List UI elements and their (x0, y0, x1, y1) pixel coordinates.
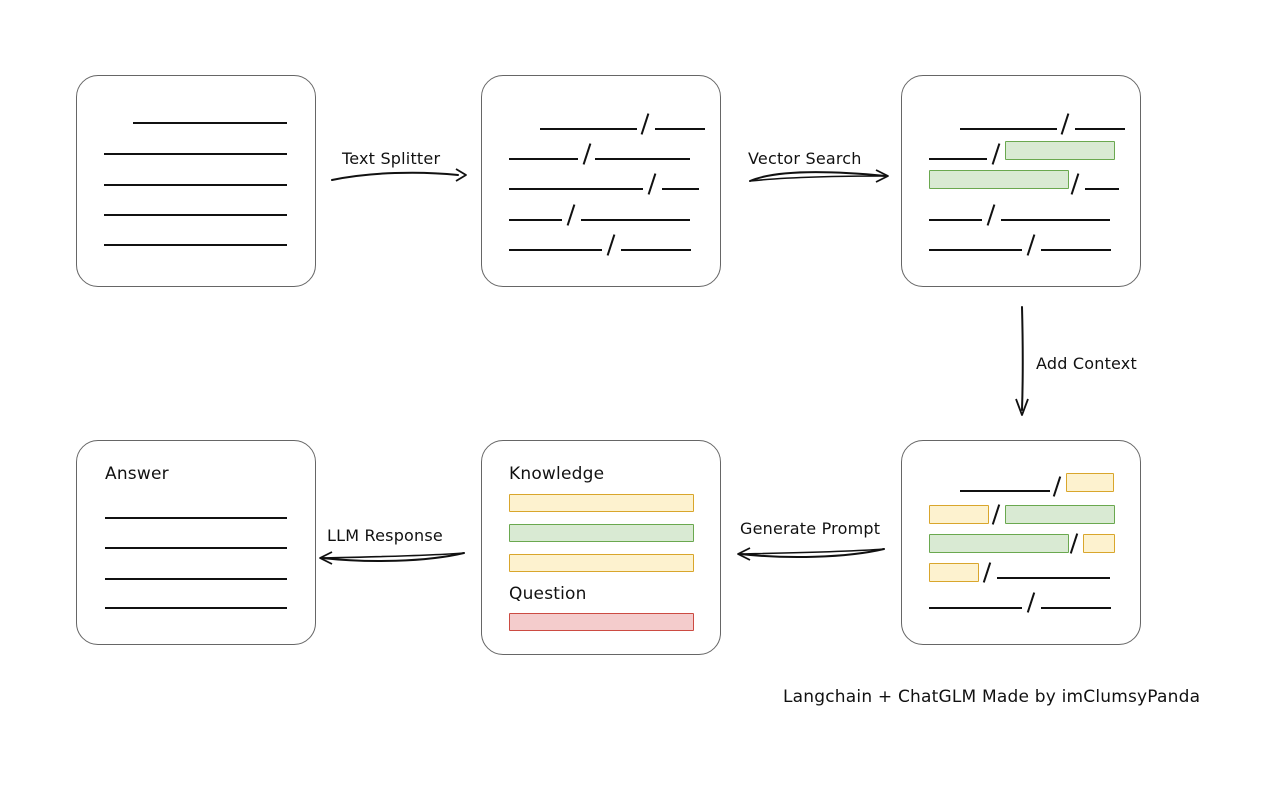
edge-label-generate-prompt: Generate Prompt (740, 519, 881, 538)
matched-line-4b (1001, 219, 1110, 221)
answer-label: Answer (105, 464, 169, 484)
llm-response-arrow-icon (319, 551, 465, 565)
answer-line-2 (105, 547, 287, 549)
matched-line-3b (1085, 188, 1119, 190)
split-line-2b (595, 158, 690, 160)
source-line-2 (104, 153, 287, 155)
context-line-4b (997, 577, 1110, 579)
source-document-box[interactable] (76, 75, 316, 287)
split-line-4b (581, 219, 690, 221)
split-document-box[interactable] (481, 75, 721, 287)
edge-label-add-context: Add Context (1036, 354, 1137, 373)
matched-chunk-green-1[interactable] (1005, 141, 1115, 160)
context-chunk-yellow-3[interactable] (1083, 534, 1115, 553)
split-line-1b (655, 128, 705, 130)
knowledge-label: Knowledge (509, 464, 605, 484)
knowledge-bar-2[interactable] (509, 524, 694, 542)
add-context-arrow-icon (1015, 306, 1029, 416)
split-line-4a (509, 219, 562, 221)
split-line-2a (509, 158, 578, 160)
knowledge-bar-1[interactable] (509, 494, 694, 512)
split-line-1a (540, 128, 637, 130)
matched-line-1b (1075, 128, 1125, 130)
answer-line-1 (105, 517, 287, 519)
context-line-5a (929, 607, 1022, 609)
edge-label-llm-response: LLM Response (327, 526, 443, 545)
matched-chunk-green-2[interactable] (929, 170, 1069, 189)
source-line-3 (104, 184, 287, 186)
footer-credit: Langchain + ChatGLM Made by imClumsyPand… (783, 687, 1201, 707)
matched-line-5a (929, 249, 1022, 251)
split-line-3a (509, 188, 643, 190)
vector-search-arrow-icon (749, 169, 889, 183)
source-line-1 (133, 122, 287, 124)
split-line-5a (509, 249, 602, 251)
context-chunk-green-1[interactable] (1005, 505, 1115, 524)
question-bar-1[interactable] (509, 613, 694, 631)
knowledge-bar-3[interactable] (509, 554, 694, 572)
context-line-1a (960, 490, 1050, 492)
source-line-5 (104, 244, 287, 246)
split-line-3b (662, 188, 699, 190)
context-chunk-green-2[interactable] (929, 534, 1069, 553)
edge-label-vector-search: Vector Search (748, 149, 862, 168)
context-line-5b (1041, 607, 1111, 609)
answer-line-3 (105, 578, 287, 580)
matched-line-4a (929, 219, 982, 221)
question-label: Question (509, 584, 587, 604)
context-chunk-yellow-2[interactable] (929, 505, 989, 524)
edge-label-text-splitter: Text Splitter (342, 149, 441, 168)
answer-line-4 (105, 607, 287, 609)
generate-prompt-arrow-icon (737, 547, 885, 561)
source-line-4 (104, 214, 287, 216)
split-line-5b (621, 249, 691, 251)
answer-box[interactable] (76, 440, 316, 645)
text-splitter-arrow-icon (331, 168, 467, 182)
matched-line-5b (1041, 249, 1111, 251)
context-chunk-yellow-4[interactable] (929, 563, 979, 582)
context-chunk-yellow-1[interactable] (1066, 473, 1114, 492)
matched-line-1a (960, 128, 1057, 130)
matched-line-2a (929, 158, 987, 160)
